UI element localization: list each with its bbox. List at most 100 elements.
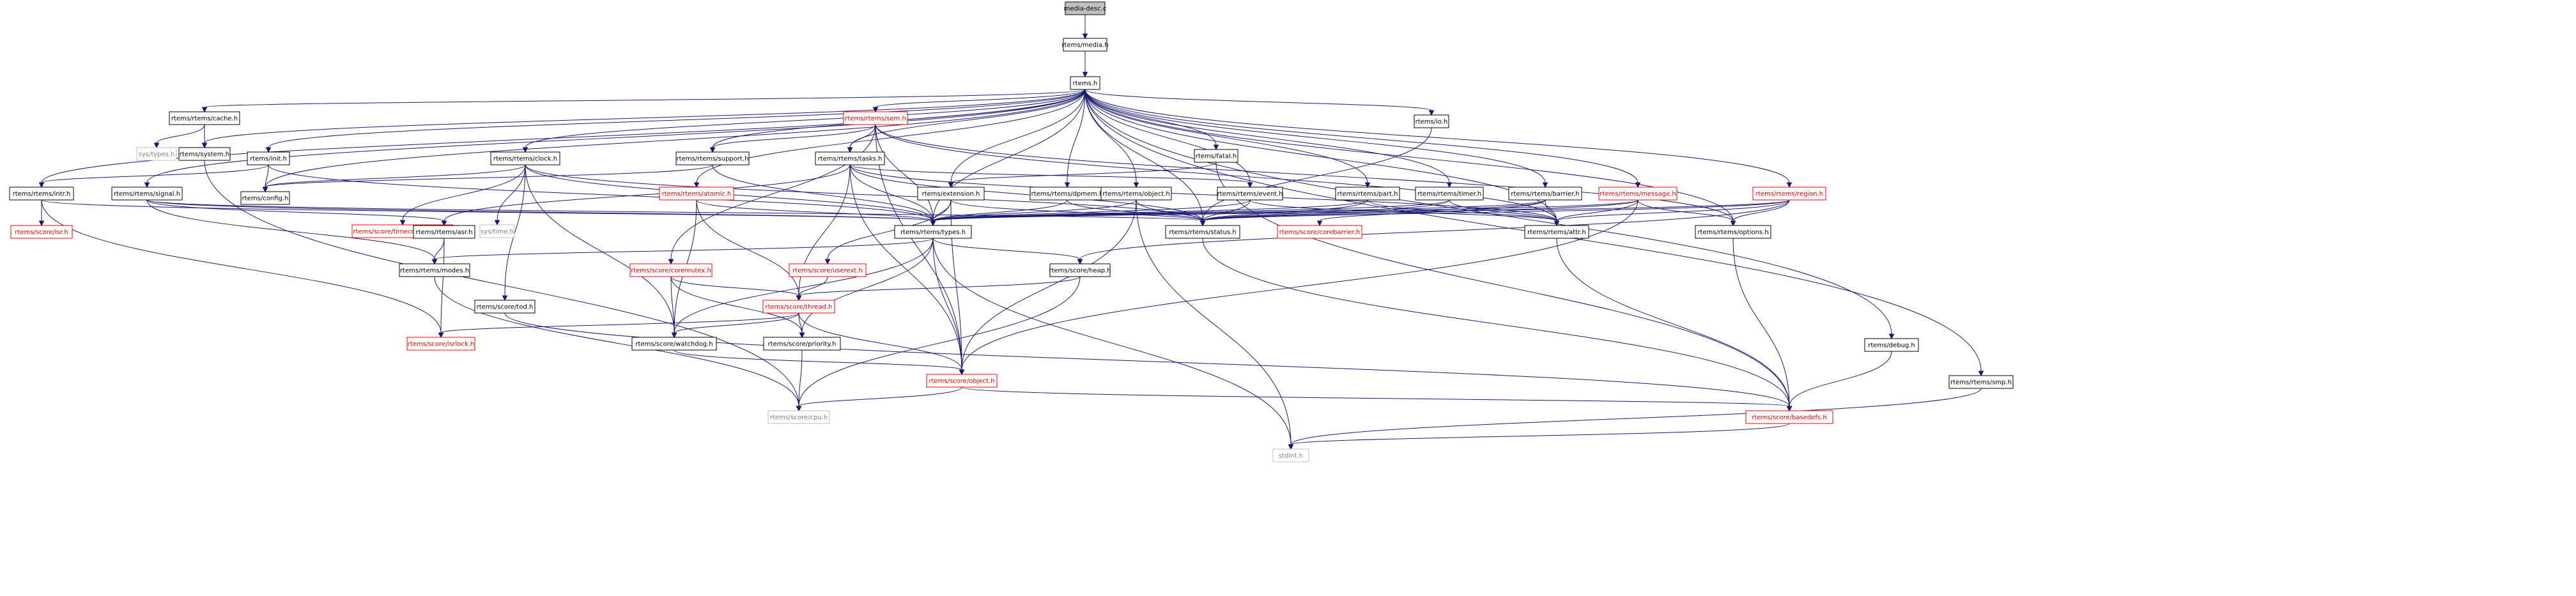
node-options[interactable]: rtems/rtems/options.h [1695,225,1771,239]
edge-n_tasks-to-n_types [849,164,934,222]
node-atomic[interactable]: rtems/rtems/atomic.h [659,187,734,201]
node-types[interactable]: rtems/rtems/types.h [894,225,972,239]
node-tod[interactable]: rtems/score/tod.h [474,300,536,314]
node-box [479,224,515,238]
edge-arrowhead-n_thread-to-n_isrlock [438,332,444,339]
node-heap[interactable]: rtems/score/heap.h [1049,263,1111,277]
node-media-h[interactable]: rtems/media.h [1061,38,1109,52]
edge-n_sem-to-n_tasks [849,124,876,148]
node-fatal[interactable]: rtems/fatal.h [1194,149,1238,163]
node-userext[interactable]: rtems/score/userext.h [789,263,867,277]
edge-n_sem-to-n_coremutex [670,124,876,260]
node-label: rtems/rtems/dpmem.h [1031,191,1104,198]
node-rtems-h[interactable]: rtems.h [1070,76,1100,90]
node-box [1049,263,1111,277]
node-box [631,337,717,351]
edge-n_rtems_h-to-n_options [1084,89,1734,222]
edge-n_rtems_h-to-n_timer [1084,89,1450,183]
edge-arrowhead-n_object-to-n_cpu [796,406,802,412]
edge-arrowhead-n_rtems_h-to-n_timer [1446,182,1453,188]
node-modes[interactable]: rtems/rtems/modes.h [399,263,470,277]
edge-n_event-to-n_types [932,199,1251,222]
edge-n_debug-to-n_basedefs [1789,351,1892,407]
node-basedefs[interactable]: rtems/score/basedefs.h [1745,410,1833,424]
edge-arrowhead-n_region-to-n_attr [1554,220,1560,227]
edge-arrowhead-n_rtems_h-to-n_init [265,147,272,153]
node-sem[interactable]: rtems/rtems/sem.h [843,111,908,125]
edge-arrowhead-n_rtems_h-to-n_fatal [1213,144,1219,151]
node-attr[interactable]: rtems/rtems/attr.h [1524,225,1589,239]
node-systime[interactable]: sys/time.h [479,224,515,238]
node-systypes[interactable]: sys/types.h [136,147,177,161]
edge-n_coremutex-to-n_priority [670,276,803,333]
node-isrlock[interactable]: rtems/score/isrlock.h [406,337,475,351]
node-priority[interactable]: rtems/score/priority.h [763,337,841,351]
edge-n_message-to-n_status [1202,199,1639,222]
node-init[interactable]: rtems/init.h [247,151,290,165]
edge-n_part-to-n_attr [1367,199,1557,222]
node-support[interactable]: rtems/rtems/support.h [675,151,750,165]
node-object-r[interactable]: rtems/rtems/object.h [1100,187,1172,201]
node-extension[interactable]: rtems/extension.h [917,187,985,201]
edge-arrowhead-n_intr-to-n_isr [38,220,45,227]
node-box [1063,38,1107,52]
node-label: rtems/init.h [250,156,287,163]
node-region[interactable]: rtems/rtems/region.h [1752,187,1826,201]
node-signal[interactable]: rtems/rtems/signal.h [111,187,183,201]
node-watchdog[interactable]: rtems/score/watchdog.h [631,337,717,351]
node-message[interactable]: rtems/rtems/message.h [1598,187,1677,201]
node-box [1695,225,1771,239]
node-label: rtems/rtems/sem.h [845,116,906,123]
node-part[interactable]: rtems/rtems/part.h [1335,187,1400,201]
node-io[interactable]: rtems/io.h [1414,114,1449,128]
node-label: media-desc.c [1064,6,1107,13]
node-intr[interactable]: rtems/rtems/intr.h [9,187,74,201]
node-box [1948,375,2014,389]
node-asr[interactable]: rtems/rtems/asr.h [413,225,475,239]
node-label: sys/types.h [139,151,175,158]
node-clock[interactable]: rtems/rtems/clock.h [490,151,560,165]
node-media-desc[interactable]: media-desc.c [1064,1,1107,15]
edge-n_signal-to-n_asr [146,199,445,222]
node-tasks[interactable]: rtems/rtems/tasks.h [815,151,885,165]
node-isr[interactable]: rtems/score/isr.h [10,225,73,239]
edge-n_object-to-n_cpu [798,386,962,407]
node-box [1864,338,1919,352]
node-box [763,337,841,351]
node-thread[interactable]: rtems/score/thread.h [762,300,835,314]
edge-arrowhead-n_sem-to-n_tasks [847,147,853,153]
edge-n_types-to-n_priority [801,238,934,333]
node-corebarrier[interactable]: rtems/score/corebarrier.h [1277,225,1362,239]
node-box [926,374,998,388]
node-object[interactable]: rtems/score/object.h [926,374,998,388]
node-stdint[interactable]: stdint.h [1272,448,1309,462]
node-label: rtems/rtems/event.h [1217,191,1283,198]
node-barrier[interactable]: rtems/rtems/barrier.h [1508,187,1582,201]
node-dpmem[interactable]: rtems/rtems/dpmem.h [1030,187,1105,201]
node-cpu[interactable]: rtems/score/cpu.h [767,410,830,424]
edge-n_rtems_h-to-n_atomic [696,89,1086,183]
edges-layer [38,14,1984,450]
node-event[interactable]: rtems/rtems/event.h [1217,187,1283,201]
node-timer[interactable]: rtems/rtems/timer.h [1415,187,1484,201]
node-label: rtems/score/basedefs.h [1752,415,1826,422]
node-status[interactable]: rtems/rtems/status.h [1165,225,1240,239]
node-label: rtems/rtems/message.h [1600,191,1676,198]
edge-n_rtems_h-to-n_signal [146,89,1086,183]
node-label: rtems/score/isrlock.h [408,341,475,348]
node-label: rtems/rtems/status.h [1169,229,1236,236]
edge-arrowhead-n_rtems_h-to-n_message [1635,182,1641,188]
node-box [629,263,713,277]
node-box [917,187,985,201]
edge-n_dpmem-to-n_types [932,199,1068,222]
edge-n_clock-to-n_systime [497,164,526,221]
edge-n_rtems_h-to-n_status [1084,89,1203,222]
node-cache[interactable]: rtems/rtems/cache.h [169,111,240,125]
node-config[interactable]: rtems/config.h [240,191,290,205]
edge-n_rtems_h-to-n_event [1084,89,1251,183]
node-system[interactable]: rtems/system.h [178,147,231,161]
node-smp[interactable]: rtems/rtems/smp.h [1948,375,2014,389]
node-debug[interactable]: rtems/debug.h [1864,338,1919,352]
node-coremutex[interactable]: rtems/score/coremutex.h [629,263,713,277]
node-label: rtems/debug.h [1868,342,1915,349]
